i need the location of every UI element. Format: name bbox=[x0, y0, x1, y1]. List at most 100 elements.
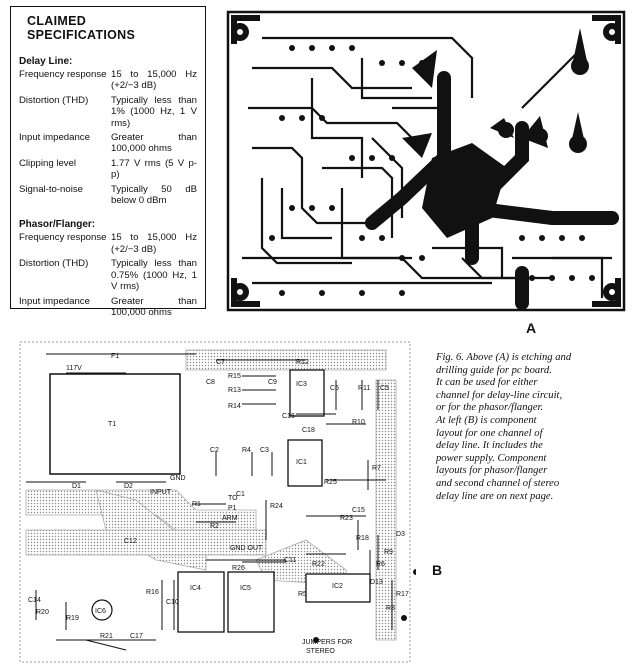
label-jumpers-line2: STEREO bbox=[306, 648, 335, 655]
label-to: TO bbox=[228, 495, 238, 502]
label-gnd: GND bbox=[170, 475, 186, 482]
spec-label: Input impedance bbox=[19, 295, 90, 307]
label-r19: R19 bbox=[66, 615, 79, 622]
label-r8: R8 bbox=[386, 605, 395, 612]
label-c2: C2 bbox=[210, 447, 219, 454]
spec-label: Signal-to-noise bbox=[19, 183, 83, 195]
label-r11: R11 bbox=[358, 385, 370, 392]
spec-row: Distortion (THD)Typically less than 1% (… bbox=[19, 95, 197, 129]
spec-row: Frequency response 15 to 15,000 Hz (+2/−3… bbox=[19, 69, 197, 92]
spec-value: Greater than 100,000 ohms bbox=[111, 132, 197, 155]
label-r17: R17 bbox=[396, 591, 409, 598]
label-r15: R15 bbox=[228, 373, 241, 380]
label-r14: R14 bbox=[228, 403, 241, 410]
label-c9: C9 bbox=[268, 379, 277, 386]
spec-value: Greater than 100,000 ohms bbox=[111, 295, 197, 318]
label-r2: R2 bbox=[210, 523, 219, 530]
pcb-etching-guide bbox=[226, 10, 626, 312]
spec-row: Frequency response 15 to 15,000 Hz (+2/−3… bbox=[19, 232, 197, 255]
label-c3: C3 bbox=[260, 447, 269, 454]
figure-caption: Fig. 6. Above (A) is etching and drillin… bbox=[436, 352, 632, 503]
label-r10: R10 bbox=[352, 419, 365, 426]
spec-label: Frequency response bbox=[19, 69, 107, 80]
label-c8: C8 bbox=[206, 379, 215, 386]
label-d3: D3 bbox=[396, 531, 405, 538]
label-c14: C14 bbox=[28, 597, 41, 604]
label-r22: R22 bbox=[312, 561, 325, 568]
jumper-markers bbox=[313, 569, 416, 643]
mounting-holes bbox=[231, 23, 621, 301]
label-jumpers-line1: JUMPERS FOR bbox=[302, 639, 352, 646]
spec-row: Input impedance Greater than 100,000 ohms bbox=[19, 132, 197, 155]
label-117v: 117V bbox=[66, 365, 82, 372]
ic6-package bbox=[91, 599, 113, 621]
label-r21: R21 bbox=[100, 633, 113, 640]
caption-line: or for the phasor/flanger. bbox=[436, 402, 544, 414]
spec-label: Input impedance bbox=[19, 132, 90, 144]
spec-row: Input impedance Greater than 100,000 ohms bbox=[19, 296, 197, 319]
spec-label: Distortion (THD) bbox=[19, 258, 89, 270]
board-outline bbox=[19, 341, 411, 663]
figure-label-a: A bbox=[526, 320, 537, 336]
spec-value: 15 to 15,000 Hz (+2/−3 dB) bbox=[111, 69, 197, 92]
spec-value: Typically 50 dB below 0 dBm bbox=[111, 183, 197, 207]
label-r5: R5 bbox=[298, 591, 307, 598]
label-r18: R18 bbox=[356, 535, 369, 542]
caption-line: Fig. 6. Above (A) is etching and bbox=[436, 352, 572, 363]
label-r13: R13 bbox=[228, 387, 241, 394]
label-c11: C11 bbox=[284, 557, 296, 564]
caption-line: layout for one channel of bbox=[436, 427, 543, 439]
label-r7: R7 bbox=[372, 465, 381, 472]
label-r25: R25 bbox=[324, 479, 337, 486]
label-ic5: IC5 bbox=[240, 585, 251, 592]
caption-line: delay line. It includes the bbox=[436, 440, 543, 452]
label-ic3: IC3 bbox=[296, 381, 307, 388]
spec-label: Frequency response bbox=[19, 232, 107, 244]
label-c16: C16 bbox=[282, 413, 295, 420]
caption-line: It can be used for either bbox=[436, 377, 538, 389]
label-c6: C6 bbox=[330, 385, 339, 392]
label-input: INPUT bbox=[150, 489, 172, 496]
spec-label: Distortion (THD) bbox=[19, 94, 89, 106]
label-r12: R12 bbox=[296, 359, 309, 366]
figure-label-b: B bbox=[432, 562, 443, 578]
spec-row: Distortion (THD) Typically less than 0.75… bbox=[19, 258, 197, 292]
label-r4: R4 bbox=[242, 447, 251, 454]
label-r23: R23 bbox=[340, 515, 353, 522]
label-d1: D1 bbox=[72, 483, 81, 490]
label-c1: C1 bbox=[236, 491, 245, 498]
label-c10: C10 bbox=[166, 599, 179, 606]
ground-plane bbox=[422, 143, 507, 238]
label-r20: R20 bbox=[36, 609, 49, 616]
specifications-title: CLAIMED SPECIFICATIONS bbox=[27, 14, 136, 42]
spec-row: Clipping level 1.77 V rms (5 V p-p) bbox=[19, 158, 197, 181]
caption-line: channel for delay-line circuit, bbox=[436, 389, 563, 401]
label-f1: F1 bbox=[111, 353, 119, 360]
specifications-box: CLAIMED SPECIFICATIONS Delay Line: Frequ… bbox=[10, 6, 206, 318]
spec-row: Signal-to-noise Typically 50 dB below 0 d… bbox=[19, 184, 197, 207]
signal-traces bbox=[242, 36, 612, 298]
spec-value: 15 to 15,000 Hz (+2/−3 dB) bbox=[111, 232, 197, 255]
transformer-t1 bbox=[49, 373, 181, 475]
component-leads bbox=[26, 353, 393, 651]
label-c5: C5 bbox=[380, 385, 389, 392]
spec-value: 1.77 V rms (5 V p-p) bbox=[111, 157, 197, 181]
label-arm: ARM bbox=[222, 515, 238, 522]
label-r6: R6 bbox=[376, 561, 385, 568]
component-layout: F1 117V T1 D1 D2 C12 C7 R12 C8 R15 R13 C… bbox=[19, 341, 416, 663]
caption-line: power supply. Component bbox=[436, 452, 547, 464]
label-ic4: IC4 bbox=[190, 585, 201, 592]
caption-line: layouts for phasor/flanger bbox=[436, 465, 548, 477]
pcb-pads bbox=[269, 45, 595, 296]
label-t1: T1 bbox=[108, 421, 116, 428]
label-r26: R26 bbox=[232, 565, 245, 572]
spec-value: Typically less than 0.75% (1000 Hz, 1 V … bbox=[111, 258, 197, 293]
label-ic2: IC2 bbox=[332, 583, 343, 590]
label-c15: C15 bbox=[352, 507, 365, 514]
label-r1: R1 bbox=[192, 501, 201, 508]
spec-label: Clipping level bbox=[19, 157, 77, 169]
ic-packages bbox=[177, 369, 371, 633]
phasor-flanger-heading: Phasor/Flanger: bbox=[19, 219, 96, 231]
label-r9: R9 bbox=[384, 549, 393, 556]
label-c12: C12 bbox=[124, 538, 137, 545]
